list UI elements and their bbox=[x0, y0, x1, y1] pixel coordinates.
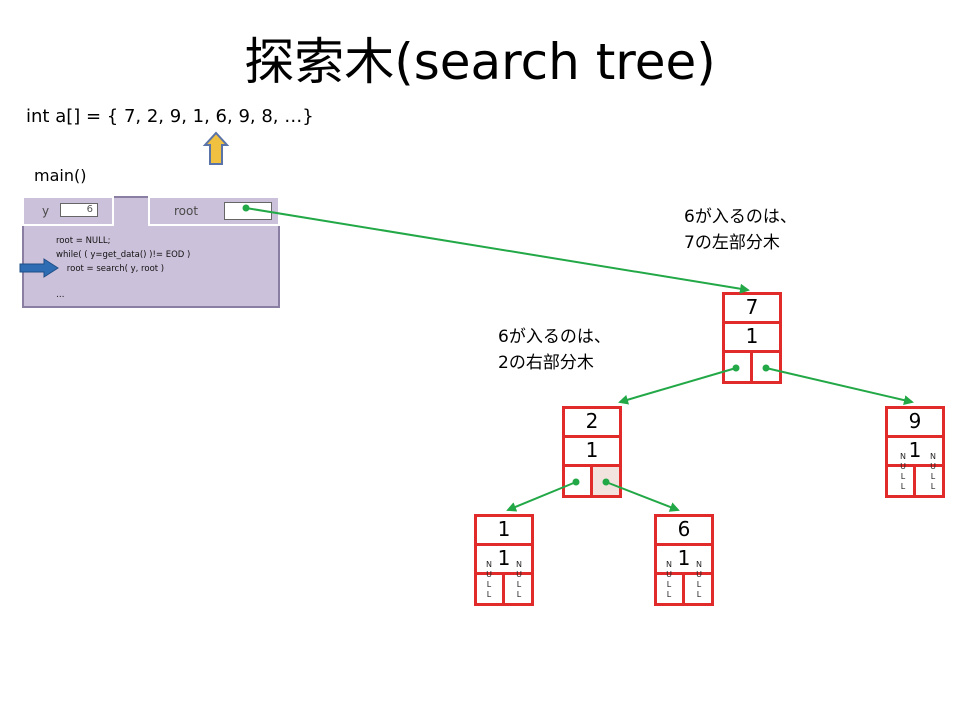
right-pointer bbox=[502, 572, 534, 606]
right-pointer bbox=[590, 464, 622, 498]
right-pointer bbox=[750, 350, 782, 384]
node-count: 1 bbox=[654, 543, 714, 575]
node-value: 9 bbox=[885, 406, 945, 438]
node-count: 1 bbox=[562, 435, 622, 467]
right-pointer bbox=[682, 572, 714, 606]
right-pointer bbox=[913, 464, 945, 498]
tree-node-6: 6 1 bbox=[654, 514, 714, 606]
node-value: 6 bbox=[654, 514, 714, 546]
page-title: 探索木(search tree) bbox=[244, 33, 716, 91]
tree-node-1: 1 1 bbox=[474, 514, 534, 606]
left-pointer bbox=[562, 464, 593, 498]
variable-y-value: 6 bbox=[60, 203, 98, 217]
tree-node-9: 9 1 bbox=[885, 406, 945, 498]
annotation-line: 6が入るのは、 bbox=[684, 207, 797, 227]
annotation-line: 7の左部分木 bbox=[684, 233, 780, 253]
node-value: 2 bbox=[562, 406, 622, 438]
code-line: while( ( y=get_data() )!= EOD ) bbox=[56, 250, 191, 260]
variable-root-cell: root bbox=[148, 196, 280, 226]
left-pointer bbox=[654, 572, 685, 606]
variable-y-label: y bbox=[42, 204, 50, 218]
variable-root-label: root bbox=[174, 204, 199, 218]
annotation-line: 6が入るのは、 bbox=[498, 327, 611, 347]
annotation-line: 2の右部分木 bbox=[498, 353, 594, 373]
node-count: 1 bbox=[474, 543, 534, 575]
left-pointer bbox=[722, 350, 753, 384]
code-line: … bbox=[56, 290, 65, 300]
tree-node-7: 7 1 bbox=[722, 292, 782, 384]
variable-root-pointer bbox=[224, 202, 272, 220]
annotation-left-subtree: 6が入るのは、 7の左部分木 bbox=[684, 204, 797, 256]
node-count: 1 bbox=[722, 321, 782, 353]
array-declaration: int a[] = { 7, 2, 9, 1, 6, 9, 8, …} bbox=[26, 106, 314, 127]
tree-node-2: 2 1 bbox=[562, 406, 622, 498]
node-value: 7 bbox=[722, 292, 782, 324]
code-line: root = search( y, root ) bbox=[56, 264, 165, 274]
left-pointer bbox=[885, 464, 916, 498]
current-line-arrow-icon bbox=[19, 258, 59, 278]
variable-y-cell: y 6 bbox=[22, 196, 114, 226]
node-value: 1 bbox=[474, 514, 534, 546]
code-line: root = NULL; bbox=[56, 236, 111, 246]
function-label: main() bbox=[34, 166, 87, 185]
left-pointer bbox=[474, 572, 505, 606]
array-index-marker bbox=[202, 131, 230, 165]
annotation-right-subtree: 6が入るのは、 2の右部分木 bbox=[498, 324, 611, 376]
